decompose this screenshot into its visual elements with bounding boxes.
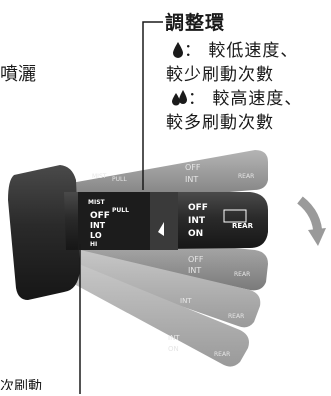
lever-label-rear-faded: REAR xyxy=(238,173,254,180)
lever-label-off-faded: OFF xyxy=(185,163,201,172)
lever-label-rear-d3: REAR xyxy=(214,351,230,358)
callout-leader-top xyxy=(142,21,163,190)
lever-label-int-rear: INT xyxy=(188,216,206,226)
lever-label-off: OFF xyxy=(90,211,110,221)
lever-position-main: MIST PULL OFF INT LO HI OFF INT ON REAR xyxy=(64,192,268,250)
low-speed-label: ： 較低速度、 xyxy=(184,41,299,61)
lever-label-pull: PULL xyxy=(112,207,129,214)
lever-label-pull-faded: PULL xyxy=(112,176,127,183)
low-speed-desc: 較少刷動次數 xyxy=(166,65,274,85)
high-speed-desc: 較多刷動次數 xyxy=(166,113,274,133)
high-speed-line: ： 較高速度、 xyxy=(172,84,302,109)
lever-label-rear-d1: REAR xyxy=(234,271,250,278)
lever-label-lo: LO xyxy=(90,231,102,240)
low-speed-line: ： 較低速度、 xyxy=(172,36,298,61)
single-drop-icon xyxy=(173,42,183,58)
adjustment-ring xyxy=(150,192,178,250)
lever-label-int: INT xyxy=(90,221,106,230)
lever-label-mist-faded: MIST xyxy=(92,173,107,180)
lever-label-hi: HI xyxy=(90,241,97,248)
lever-label-int-d1: INT xyxy=(188,266,201,275)
lever-label-rear: REAR xyxy=(232,222,254,230)
rear-window-icon xyxy=(223,209,247,223)
lever-label-off-d1: OFF xyxy=(188,255,204,264)
lever-label-rear-d2: REAR xyxy=(228,313,244,320)
left-text-fragment: 噴灑 xyxy=(0,64,36,85)
lever-label-mist: MIST xyxy=(88,199,106,206)
double-drop-icon xyxy=(172,90,187,106)
ring-drop-icon xyxy=(158,222,164,236)
high-speed-label: ： 較高速度、 xyxy=(188,89,303,109)
adjustment-ring-title: 調整環 xyxy=(165,12,226,34)
lever-base xyxy=(8,165,80,300)
lever-position-up: MIST PULL OFF INT REAR xyxy=(60,150,268,205)
lever-label-on-rear: ON xyxy=(188,229,203,239)
lever-label-int-faded: INT xyxy=(185,175,198,184)
lever-label-int-d2: INT xyxy=(180,297,192,305)
rotation-arrow-head xyxy=(308,228,326,246)
lever-label-on-d3: ON xyxy=(168,345,179,353)
lever-label-off-rear: OFF xyxy=(188,203,208,213)
lever-position-down-3: INT ON REAR xyxy=(74,262,249,367)
bottom-text-fragment: 次刷動 xyxy=(0,379,42,395)
lever-label-int-d3: INT xyxy=(168,334,180,342)
